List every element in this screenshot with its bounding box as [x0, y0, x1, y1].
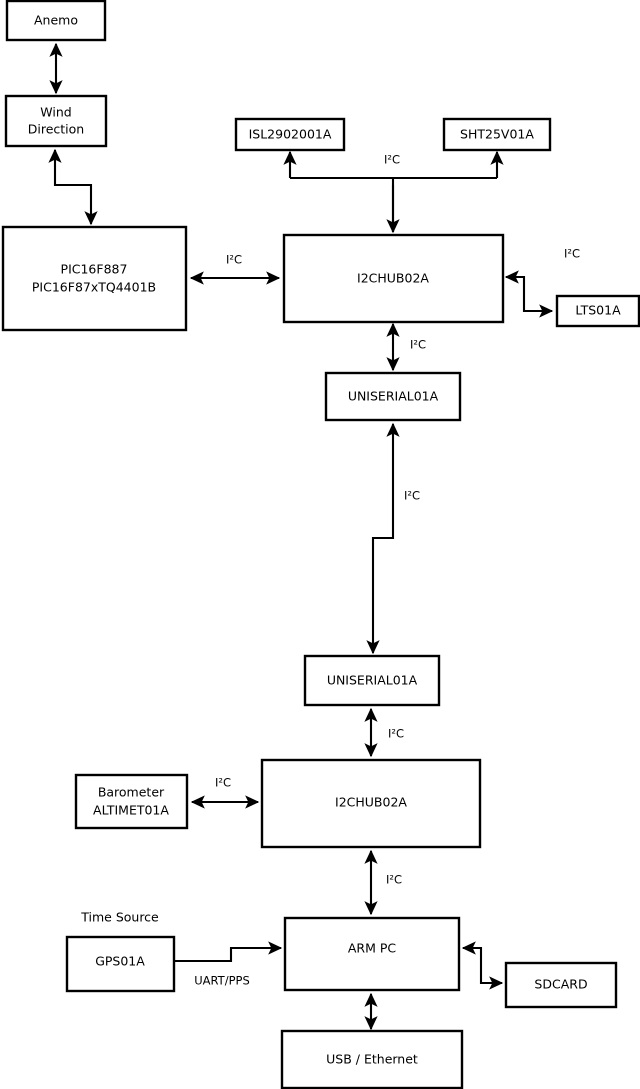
node-uniserial01a-upper-label: UNISERIAL01A: [348, 389, 439, 404]
edge-label-uniserial-hubbot: I²C: [388, 727, 404, 741]
node-gps01a-box: [65, 935, 176, 993]
node-usb-ethernet-box: [280, 1029, 464, 1089]
node-i2chub02a-top-box: [282, 233, 505, 324]
node-usb-ethernet[interactable]: USB / Ethernet: [280, 1029, 464, 1089]
node-anemo[interactable]: Anemo: [5, 0, 107, 42]
node-pic-mcu-label-line1: PIC16F887: [61, 262, 128, 277]
node-lts01a-label: LTS01A: [575, 303, 621, 318]
node-i2chub02a-bottom-label: I2CHUB02A: [335, 795, 407, 810]
node-sdcard-label: SDCARD: [534, 977, 587, 992]
node-pic-mcu-box: [1, 225, 188, 332]
node-i2chub02a-bottom-box: [260, 758, 482, 849]
node-sdcard[interactable]: SDCARD: [504, 961, 618, 1009]
free-label-time-source: Time Source: [80, 910, 159, 925]
connector-hubtop-lts: [504, 270, 554, 318]
node-arm-pc-label: ARM PC: [348, 941, 397, 956]
node-i2chub02a-bottom[interactable]: I2CHUB02A: [260, 758, 482, 849]
connector-pic-wind: [48, 148, 98, 226]
node-gps01a-label: GPS01A: [95, 954, 145, 969]
node-wind-direction-label-line2: Direction: [28, 122, 84, 137]
node-i2chub02a-top[interactable]: I2CHUB02A: [282, 233, 505, 324]
edge-label-hub-lts: I²C: [564, 247, 580, 261]
edge-label-isl-sht-bus: I²C: [384, 153, 400, 167]
node-anemo-box: [5, 0, 107, 42]
node-isl2902001a-box: [234, 117, 346, 152]
node-i2chub02a-top-label: I2CHUB02A: [357, 271, 429, 286]
edge-label-hub-armpc: I²C: [386, 873, 402, 887]
node-lts01a[interactable]: LTS01A: [555, 294, 640, 328]
edge-label-barometer-hub: I²C: [215, 776, 231, 790]
node-uniserial01a-lower[interactable]: UNISERIAL01A: [303, 654, 441, 707]
node-lts01a-box: [555, 294, 640, 328]
node-gps01a[interactable]: GPS01A: [65, 935, 176, 993]
node-pic-mcu-label-line2: PIC16F87xTQ4401B: [32, 280, 156, 295]
node-barometer-altimet01a[interactable]: Barometer ALTIMET01A: [74, 773, 189, 830]
node-uniserial01a-upper[interactable]: UNISERIAL01A: [324, 371, 462, 422]
node-uniserial01a-upper-box: [324, 371, 462, 422]
edge-label-hub-uniserial: I²C: [410, 338, 426, 352]
edge-label-uniserial-link: I²C: [404, 489, 420, 503]
edge-label-gps-armpc: UART/PPS: [194, 974, 250, 988]
node-sht25v01a-box: [442, 117, 552, 152]
node-sht25v01a-label: SHT25V01A: [460, 127, 534, 142]
node-wind-direction-label-line1: Wind: [40, 105, 71, 120]
node-sht25v01a[interactable]: SHT25V01A: [442, 117, 552, 152]
connector-armpc-sdcard: [461, 941, 504, 990]
node-barometer-label-line2: ALTIMET01A: [93, 803, 169, 818]
node-wind-direction[interactable]: Wind Direction: [4, 94, 108, 148]
node-arm-pc-box: [283, 916, 461, 992]
node-arm-pc[interactable]: ARM PC: [283, 916, 461, 992]
node-uniserial01a-lower-box: [303, 654, 441, 707]
node-isl2902001a[interactable]: ISL2902001A: [234, 117, 346, 152]
node-pic-mcu[interactable]: PIC16F887 PIC16F87xTQ4401B: [1, 225, 188, 332]
node-barometer-label-line1: Barometer: [98, 785, 165, 800]
node-uniserial01a-lower-label: UNISERIAL01A: [327, 673, 418, 688]
node-sdcard-box: [504, 961, 618, 1009]
node-anemo-label: Anemo: [34, 13, 78, 28]
node-barometer-altimet01a-box: [74, 773, 189, 830]
edge-label-pic-hub: I²C: [226, 253, 242, 267]
connector-uniserial-link: [366, 422, 400, 655]
node-isl2902001a-label: ISL2902001A: [249, 127, 332, 142]
node-usb-ethernet-label: USB / Ethernet: [326, 1052, 418, 1067]
node-wind-direction-box: [4, 94, 108, 148]
connector-gps-armpc: [174, 941, 283, 963]
